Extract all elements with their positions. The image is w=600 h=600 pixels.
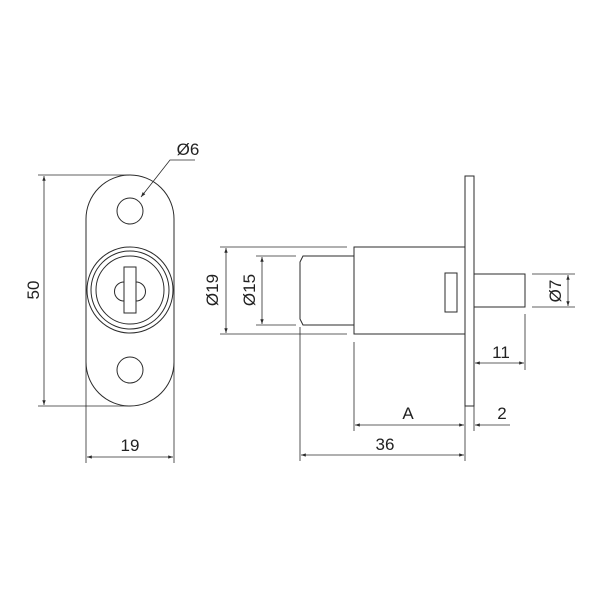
cylinder-step xyxy=(299,255,354,326)
height-dimension-label: 50 xyxy=(24,281,43,300)
pin-length-label: 11 xyxy=(492,343,510,362)
variable-length-label: A xyxy=(402,404,414,423)
side-view: Ø19 Ø15 Ø7 11 A 2 36 xyxy=(203,175,575,461)
lock-body xyxy=(353,246,466,335)
total-length-label: 36 xyxy=(376,435,395,454)
flange xyxy=(464,175,475,407)
hole-diameter-label: Ø6 xyxy=(177,140,200,159)
top-screw-hole xyxy=(116,197,144,225)
front-view: 50 19 Ø6 xyxy=(24,140,199,463)
keyway-slot xyxy=(123,266,137,314)
cylinder-inner-ring xyxy=(95,255,165,325)
latch-slot xyxy=(444,272,458,313)
pin-diameter-label: Ø7 xyxy=(546,280,565,303)
body-diameter-label: Ø19 xyxy=(203,274,222,306)
flange-thickness-label: 2 xyxy=(497,404,506,423)
step-diameter-label: Ø15 xyxy=(240,274,259,306)
push-pin xyxy=(473,273,526,308)
width-dimension-label: 19 xyxy=(121,436,140,455)
cylinder-middle-ring xyxy=(90,250,170,330)
keyway-circle xyxy=(114,281,146,302)
bottom-screw-hole xyxy=(116,356,144,384)
cylinder-outer-ring xyxy=(86,246,174,334)
hole-leader-line xyxy=(140,159,195,198)
mounting-plate xyxy=(85,174,175,407)
